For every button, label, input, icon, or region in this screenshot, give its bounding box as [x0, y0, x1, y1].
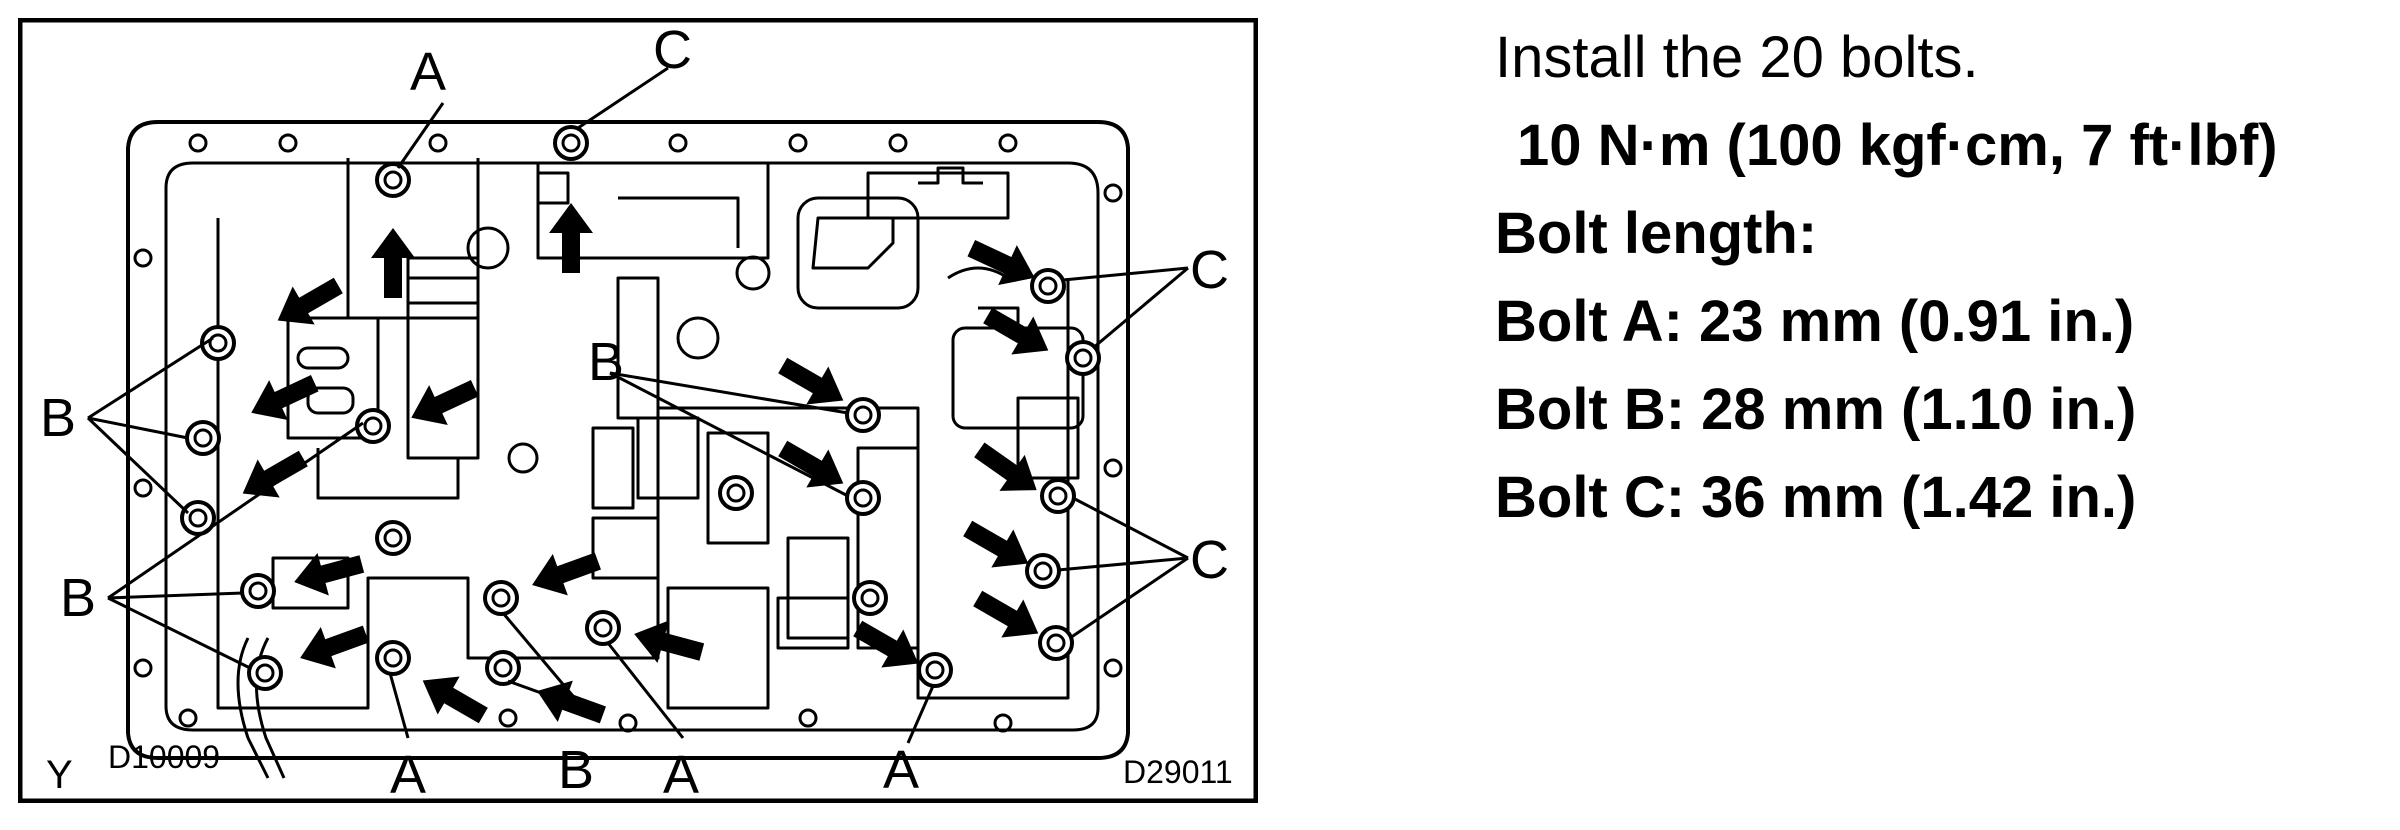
bolt [1025, 553, 1061, 589]
view-mark: Y [46, 753, 73, 797]
label-b-bottom: B [558, 740, 594, 800]
arrow [983, 307, 1049, 355]
label-b-center: B [588, 332, 624, 392]
arrow [422, 676, 488, 724]
arrow [411, 380, 479, 426]
bolt [185, 420, 221, 456]
bolt [240, 573, 276, 609]
label-a-top: A [410, 42, 446, 102]
figure-code-right: D29011 [1123, 754, 1233, 790]
bolt [247, 655, 283, 691]
bolt [1030, 268, 1066, 304]
arrow [973, 590, 1039, 638]
label-c-right-lower: C [1190, 530, 1229, 590]
figure-code-left: D10009 [108, 739, 220, 775]
arrow [974, 442, 1037, 491]
bolt-b-length: Bolt B: 28 mm (1.10 in.) [1495, 377, 2137, 442]
gasket-holes [133, 133, 1123, 733]
label-a-bottom-right: A [883, 740, 919, 800]
arrow [242, 450, 308, 498]
arrow [532, 552, 601, 596]
bolt [553, 125, 589, 161]
label-b-left-upper: B [40, 388, 76, 448]
arrow [294, 553, 365, 596]
label-b-left-lower: B [60, 568, 96, 628]
valve-body-details [216, 158, 1085, 779]
bolt-length-heading: Bolt length: [1495, 201, 1818, 266]
arrow [549, 203, 593, 273]
label-a-bottom-left: A [390, 745, 426, 803]
bolt [375, 520, 411, 556]
arrow [967, 240, 1035, 286]
bolt [483, 580, 519, 616]
instruction-text: Install the 20 bolts. 10 N·m (100 kgf·cm… [1495, 14, 2395, 542]
bolt [1065, 340, 1101, 376]
bolt [200, 325, 236, 361]
gasket-inner-outline [164, 161, 1100, 732]
bolt [1040, 478, 1076, 514]
arrow [277, 277, 343, 325]
bolt [845, 480, 881, 516]
bolt-a-length: Bolt A: 23 mm (0.91 in.) [1495, 289, 2135, 354]
bolt [180, 500, 216, 536]
bolt [375, 640, 411, 676]
leader-lines [86, 66, 1189, 744]
arrow [251, 375, 319, 421]
arrow [537, 680, 606, 724]
bolt [845, 397, 881, 433]
bolt-c-length: Bolt C: 36 mm (1.42 in.) [1495, 465, 2137, 530]
bolt [718, 475, 754, 511]
arrow [371, 228, 415, 298]
gasket-outline [126, 120, 1130, 760]
label-a-bottom-center: A [663, 745, 699, 803]
instruction-intro: Install the 20 bolts. [1495, 25, 1979, 90]
label-c-right-upper: C [1190, 240, 1229, 300]
bolts [180, 125, 1101, 691]
valve-body-illustration: A C C B B C B A B A A Y D10009 D29011 [18, 18, 1258, 803]
bolt [852, 580, 888, 616]
bolt [917, 652, 953, 688]
figure-frame [18, 18, 1258, 803]
bolt-arrows [242, 203, 1049, 724]
bolt [1038, 625, 1074, 661]
label-c-top: C [653, 20, 692, 80]
arrow [963, 520, 1029, 568]
arrow [778, 357, 844, 405]
bolt [355, 408, 391, 444]
bolt [485, 650, 521, 686]
bolt [585, 610, 621, 646]
arrow [853, 620, 919, 668]
arrow [300, 625, 369, 669]
torque-spec: 10 N·m (100 kgf·cm, 7 ft·lbf) [1517, 113, 2278, 178]
bolt [375, 162, 411, 198]
arrow [634, 620, 705, 663]
arrow [778, 440, 844, 488]
